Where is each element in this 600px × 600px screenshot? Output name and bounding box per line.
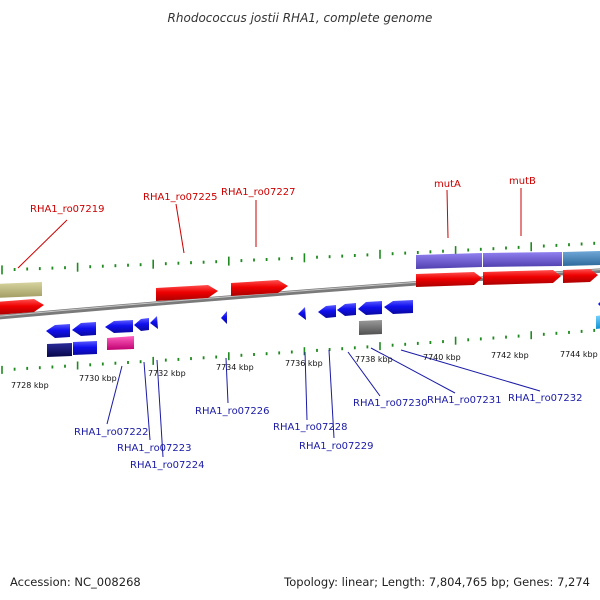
gene-ro07229[interactable] [318, 305, 336, 318]
gene-purple-muta[interactable] [416, 253, 482, 269]
gene-red-right[interactable] [563, 269, 598, 283]
label-ro07227[interactable]: RHA1_ro07227 [221, 187, 296, 198]
label-mutb[interactable]: mutB [509, 176, 536, 187]
tick-label-7730: 7730 kbp [79, 374, 117, 383]
genome-title: Rhodococcus jostii RHA1, complete genome [168, 11, 433, 25]
gene-ro07222-b[interactable] [72, 322, 96, 336]
forward-strand-ticks [1, 241, 596, 275]
reverse-strand-ticks [1, 328, 596, 374]
forward-gene-labels: RHA1_ro07219 RHA1_ro07225 RHA1_ro07227 m… [30, 176, 536, 215]
label-ro07223[interactable]: RHA1_ro07223 [117, 443, 192, 454]
label-ro07219[interactable]: RHA1_ro07219 [30, 204, 105, 215]
tick-label-7734: 7734 kbp [216, 363, 254, 372]
tick-label-7738: 7738 kbp [355, 355, 393, 364]
label-ro07228[interactable]: RHA1_ro07228 [273, 422, 348, 433]
gene-ro07223[interactable] [105, 320, 133, 333]
gene-blue-lower[interactable] [73, 341, 97, 355]
genome-summary-text: Topology: linear; Length: 7,804,765 bp; … [284, 575, 590, 589]
tick-label-7732: 7732 kbp [148, 369, 186, 378]
gene-magenta[interactable] [107, 336, 134, 350]
reverse-gene-labels: RHA1_ro07222 RHA1_ro07223 RHA1_ro07224 R… [74, 393, 583, 471]
label-ro07222[interactable]: RHA1_ro07222 [74, 427, 149, 438]
gene-muta[interactable] [416, 272, 482, 287]
gene-ro07227[interactable] [231, 280, 288, 296]
forward-genes [0, 251, 600, 315]
gene-ro07222-a[interactable] [46, 324, 70, 338]
gene-gray[interactable] [359, 320, 382, 335]
tick-label-7728: 7728 kbp [11, 381, 49, 390]
gene-ro07224-b[interactable] [150, 316, 158, 329]
reverse-leader-lines [106, 347, 541, 458]
label-muta[interactable]: mutA [434, 179, 461, 190]
label-ro07225[interactable]: RHA1_ro07225 [143, 192, 218, 203]
tick-label-7740: 7740 kbp [423, 353, 461, 362]
label-ro07224[interactable]: RHA1_ro07224 [130, 460, 205, 471]
label-ro07231[interactable]: RHA1_ro07231 [427, 395, 502, 406]
gene-ro07225[interactable] [156, 285, 218, 301]
label-ro07226[interactable]: RHA1_ro07226 [195, 406, 270, 417]
label-ro07229[interactable]: RHA1_ro07229 [299, 441, 374, 452]
gene-ro07231[interactable] [384, 300, 413, 314]
gene-ro07224-a[interactable] [134, 318, 149, 331]
label-ro07232[interactable]: RHA1_ro07232 [508, 393, 583, 404]
gene-cyan-edge[interactable] [596, 315, 600, 329]
gene-mutb[interactable] [483, 270, 561, 285]
gene-ro07226[interactable] [221, 311, 227, 324]
tick-label-7742: 7742 kbp [491, 351, 529, 360]
gene-ro07228[interactable] [298, 307, 306, 320]
label-ro07230[interactable]: RHA1_ro07230 [353, 398, 428, 409]
accession-text: Accession: NC_008268 [10, 575, 141, 589]
forward-leader-lines [17, 188, 522, 269]
axis-tick-labels: 7728 kbp 7730 kbp 7732 kbp 7734 kbp 7736… [11, 350, 598, 390]
tick-label-7744: 7744 kbp [560, 350, 598, 359]
gene-ro07230-a[interactable] [337, 303, 356, 316]
gene-steelblue[interactable] [563, 251, 600, 266]
gene-ro07230-b[interactable] [358, 301, 382, 315]
gene-red-left[interactable] [0, 299, 44, 315]
gene-olive-upper[interactable] [0, 282, 42, 298]
reverse-genes [46, 300, 600, 357]
gene-navy[interactable] [47, 343, 72, 357]
gene-purple-mutb[interactable] [483, 252, 562, 267]
tick-label-7736: 7736 kbp [285, 359, 323, 368]
